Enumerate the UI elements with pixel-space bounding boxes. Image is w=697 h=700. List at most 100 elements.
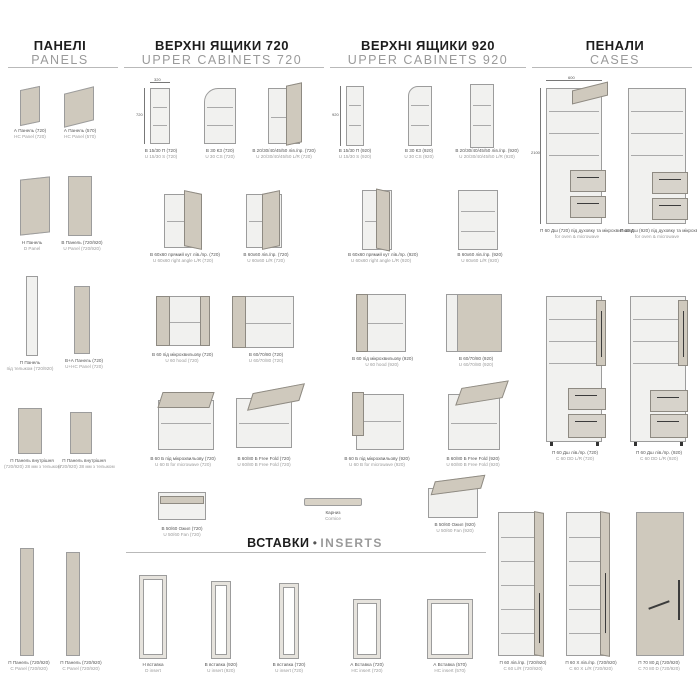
cabinet-side <box>446 294 458 352</box>
cabinet-caption: В 60x60 прямий кут лів./пр. (720)U 60x60… <box>150 252 220 263</box>
case-handle <box>678 580 680 620</box>
panel-shape <box>20 548 34 656</box>
insert-frame <box>354 600 380 658</box>
cabinet-body <box>452 294 502 352</box>
case-door <box>678 300 688 366</box>
upper720-rule <box>124 67 324 68</box>
panel-caption: В Панель (720/920)U Panel (720/920) <box>61 240 103 251</box>
case-caption: П 60 Дш (720) під духовку та мікрохвильо… <box>540 228 634 239</box>
cabinet-caption: В 60/80 Б Free Fold (920)U 60/80 B Free … <box>446 456 500 467</box>
panel-caption: А Панель (570)HC Panel (570) <box>63 128 97 139</box>
case-caption: П 60 Дш лів./пр. (720)C 60 DD L/R (720) <box>551 450 599 461</box>
case-body <box>498 512 538 656</box>
cabinet-door <box>200 296 210 346</box>
panels-subtitle: PANELS <box>31 53 89 67</box>
dimension-line <box>150 82 170 83</box>
cabinet-caption: В 60 Б під мікрохвильову (920)U 60 B for… <box>344 456 410 467</box>
case-caption: П 60 Х лів./пр. (720/920)C 60 X L/R (720… <box>565 660 617 671</box>
panels-header: ПАНЕЛІ PANELS <box>8 38 112 67</box>
cabinet-body <box>470 84 494 148</box>
cabinet-caption: В 30 КЗ (720)U 30 CS (720) <box>205 148 235 159</box>
panel-shape <box>74 286 90 354</box>
cabinet-caption: В 60/70/80 (920)U 60/70/80 (920) <box>458 356 494 367</box>
cabinet-caption: В 60 під мікрохвильову (720)U 60 hood (7… <box>152 352 214 363</box>
dimension-label: 600 <box>568 75 575 80</box>
panel-shape <box>70 412 92 454</box>
cabinet-door <box>232 296 246 348</box>
inserts-subtitle: INSERTS <box>320 536 383 550</box>
case-drawer <box>568 388 606 410</box>
cabinet-caption: В 60 під мікрохвильову (920)U 60 hood (9… <box>352 356 414 367</box>
case-door <box>600 511 610 657</box>
panel-caption: П Панель внутрішня(720/920) 38 мм з тель… <box>58 458 115 469</box>
case-caption: П 60 Дш (920) під духовку та мікрохвильо… <box>620 228 697 239</box>
cases-title: ПЕНАЛИ <box>585 38 645 53</box>
cabinet-door <box>184 190 202 250</box>
insert-frame <box>140 576 166 658</box>
panel-shape <box>64 86 94 128</box>
case-body <box>566 512 604 656</box>
case-caption: П 60 лів./пр. (720/920)C 60 L/R (720/920… <box>499 660 547 671</box>
panel-caption: П Панель внутрішня(720/920) 28 мм з тель… <box>4 458 61 469</box>
cabinet-body <box>408 86 432 146</box>
cabinet-caption: В 50/60 Ожил (720)U 50/60 Fan (720) <box>161 526 203 537</box>
panel-shape <box>18 408 42 454</box>
case-door <box>596 300 606 366</box>
panel-caption: П Панель (720/920)C Panel (720/920) <box>8 660 50 671</box>
panel-caption: А Панель (720)HC Panel (720) <box>13 128 47 139</box>
cabinet-caption: В 50/60 Ожил (920)U 50/60 Fan (920) <box>434 522 476 533</box>
cabinet-door <box>376 188 390 252</box>
panels-title: ПАНЕЛІ <box>33 38 87 53</box>
panel-caption: В+А Панель (720)U+HC Panel (720) <box>65 358 103 369</box>
cabinet-body <box>204 88 236 144</box>
insert-caption: В вставка (920)U insert (920) <box>204 662 238 673</box>
panel-caption: П Панель (720/920)C Panel (720/920) <box>60 660 102 671</box>
inserts-rule <box>126 552 486 553</box>
cases-subtitle: CASES <box>590 53 640 67</box>
panel-shape <box>20 176 50 236</box>
dimension-label: 720 <box>136 112 143 117</box>
case-door <box>534 511 544 657</box>
cabinet-caption: В 60/80 Б Free Fold (720)U 60/80 B Free … <box>237 456 291 467</box>
upper920-rule <box>330 67 526 68</box>
cabinet-body <box>356 394 404 450</box>
cases-header: ПЕНАЛИ CASES <box>540 38 690 67</box>
dimension-label: 920 <box>332 112 339 117</box>
cabinet-caption: В 15/30 П (720)U 15/30 S (720) <box>144 148 178 159</box>
upper720-title: ВЕРХНІ ЯЩИКИ 720 <box>154 38 290 53</box>
panel-shape <box>68 176 92 236</box>
cornice-shape <box>304 498 362 506</box>
cases-rule <box>532 67 692 68</box>
case-drawer <box>570 196 606 218</box>
dimension-line <box>540 88 541 224</box>
insert-caption: В вставка (720)U insert (720) <box>272 662 306 673</box>
cabinet-door <box>156 296 170 346</box>
case-drawer <box>650 414 688 438</box>
cabinet-caption: В 60/70/80 (720)U 60/70/80 (720) <box>248 352 284 363</box>
dimension-line <box>144 88 145 144</box>
panel-shape <box>20 85 40 127</box>
upper720-header: ВЕРХНІ ЯЩИКИ 720 UPPER CABINETS 720 <box>124 38 320 67</box>
panels-rule <box>8 67 118 68</box>
cabinet-caption: В 60x60 прямий кут лів./пр. (920)U 60x60… <box>348 252 418 263</box>
cabinet-body <box>346 86 364 146</box>
upper720-subtitle: UPPER CABINETS 720 <box>141 53 303 67</box>
upper920-subtitle: UPPER CABINETS 920 <box>347 53 509 67</box>
cabinet-body <box>150 88 170 144</box>
panel-shape <box>66 552 80 656</box>
cabinet-door <box>160 496 204 504</box>
cabinet-caption: В 60x60 лів./пр. (920)U 60x60 L/R (920) <box>457 252 503 263</box>
inserts-title: ВСТАВКИ <box>247 536 310 550</box>
case-drawer <box>652 172 688 194</box>
case-drawer <box>568 414 606 438</box>
cabinet-door <box>352 392 364 436</box>
cabinet-body <box>458 190 498 250</box>
cabinet-caption: В 60 Б під мікрохвильову (720)U 60 B for… <box>150 456 216 467</box>
case-drawer <box>570 170 606 192</box>
cabinet-caption: В 20/30/40/45/50 лів./пр. (920)U 20/30/4… <box>455 148 519 159</box>
case-drawer <box>652 198 688 220</box>
upper920-title: ВЕРХНІ ЯЩИКИ 920 <box>360 38 496 53</box>
cabinet-door <box>286 82 302 146</box>
